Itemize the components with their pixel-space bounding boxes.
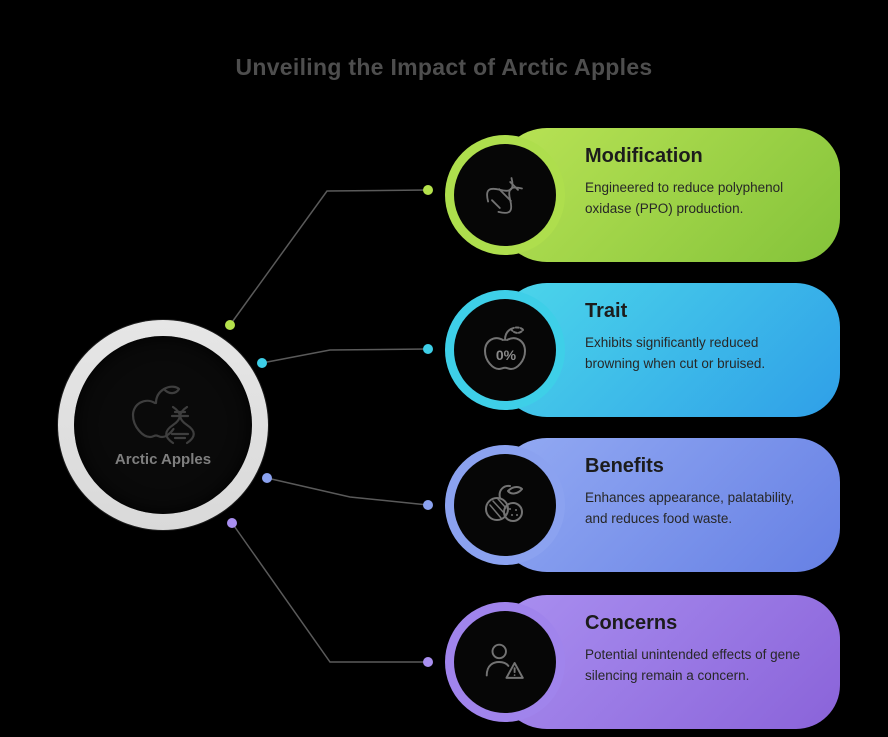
card-description: Enhances appearance, palatability, and r… [585,490,795,526]
card-icon-ring [445,445,565,565]
apple-zero-percent-icon: 0% [479,324,531,376]
card-description: Engineered to reduce polyphenol oxidase … [585,180,784,216]
card-title: Benefits [585,455,664,477]
svg-text:0%: 0% [496,347,517,363]
card-description: Potential unintended effects of gene sil… [585,647,801,683]
card-icon-circle [454,144,556,246]
card-icon-ring [445,602,565,722]
card-icon-circle [454,454,556,556]
card-description: Exhibits significantly reduced browning … [585,335,766,371]
card-title: Trait [585,300,628,322]
person-warning-icon [480,637,530,687]
center-node-core: Arctic Apples [74,336,252,514]
center-node: Arctic Apples [58,320,268,530]
card-icon-ring [445,135,565,255]
card-trait: Trait Exhibits significantly reduced bro… [445,283,840,417]
card-modification: Modification Engineered to reduce polyph… [445,128,840,262]
dna-helix-icon [482,172,528,218]
card-title: Modification [585,145,703,167]
card-icon-circle: 0% [454,299,556,401]
card-icon-circle [454,611,556,713]
card-title: Concerns [585,612,678,634]
apple-dna-icon [125,383,201,445]
card-concerns: Concerns Potential unintended effects of… [445,595,840,729]
card-icon-ring: 0% [445,290,565,410]
page-title: Unveiling the Impact of Arctic Apples [235,54,653,80]
card-benefits: Benefits Enhances appearance, palatabili… [445,438,840,572]
center-label: Arctic Apples [114,450,212,468]
berries-icon [479,479,531,531]
